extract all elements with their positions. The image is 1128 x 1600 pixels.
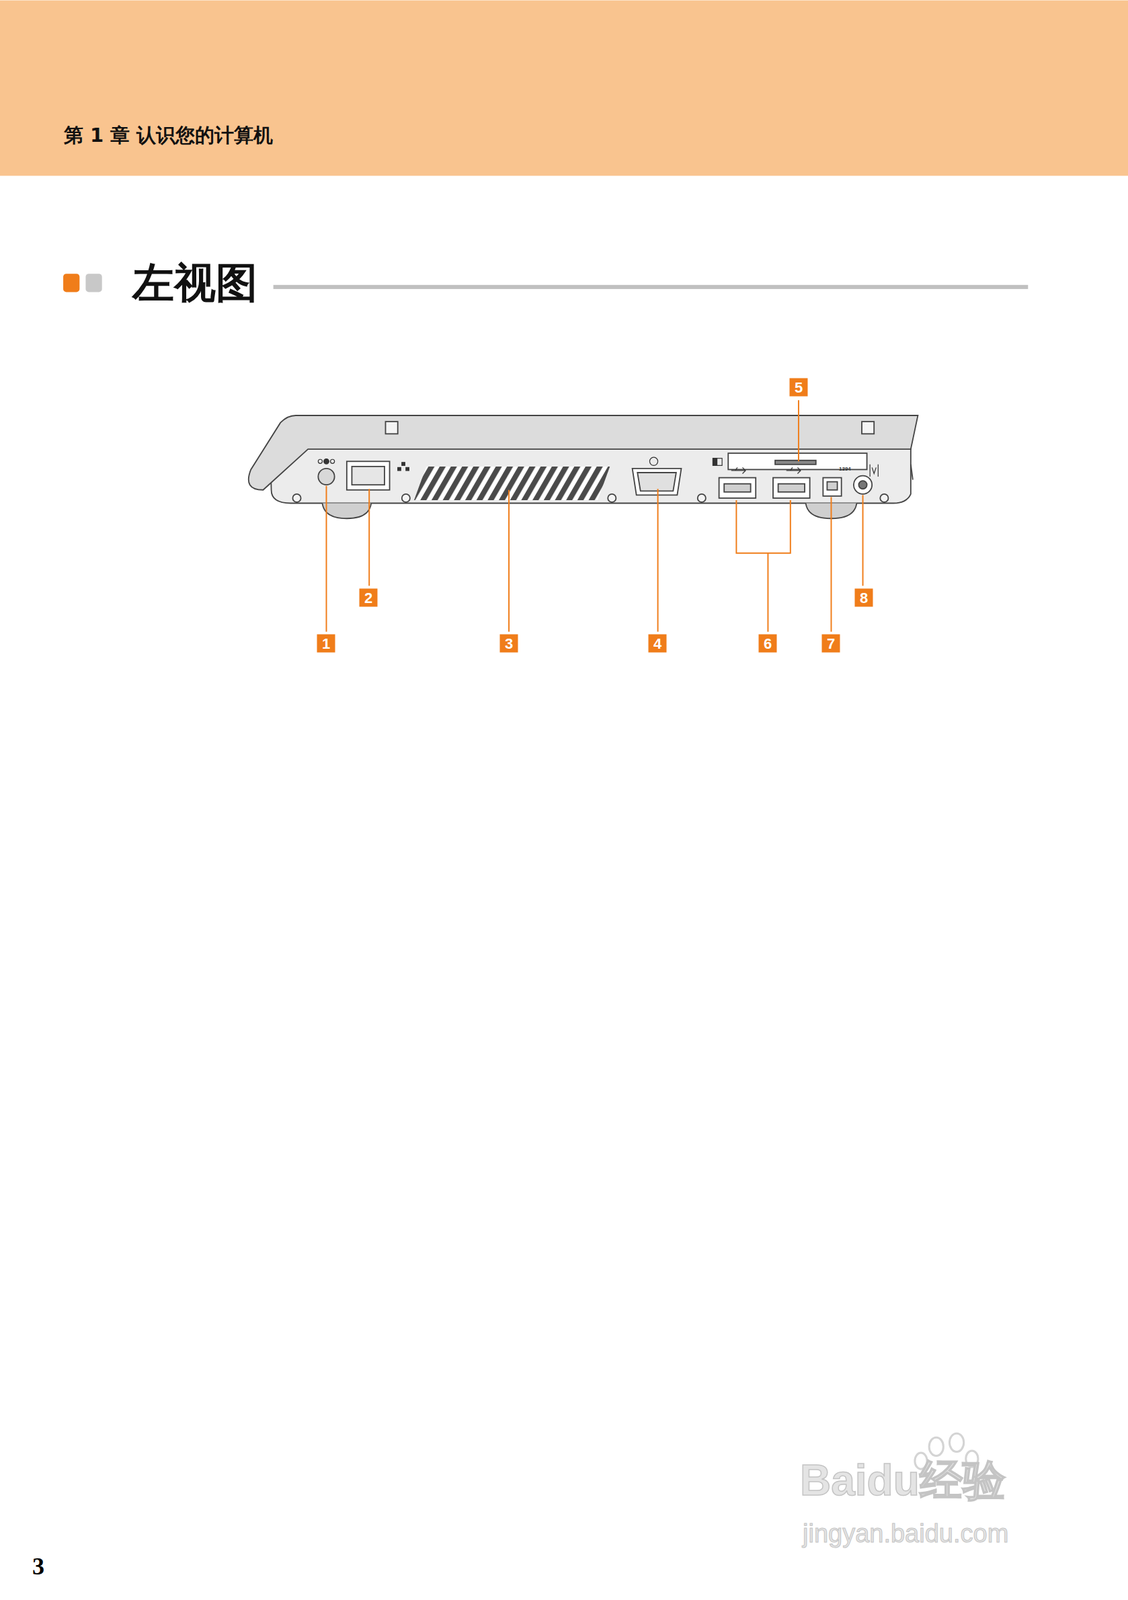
callout-number: 4 <box>648 634 667 653</box>
title-rule <box>273 285 1029 290</box>
page-title: 左视图 <box>132 262 258 304</box>
callout-number: 6 <box>758 634 778 653</box>
callout-number: 8 <box>855 588 874 608</box>
callout-number: 2 <box>359 588 378 608</box>
header-band <box>0 0 1128 177</box>
chapter-header: 第 1 章 认识您的计算机 <box>63 125 273 146</box>
watermark: Baidu经验 <box>799 1458 1006 1502</box>
callout-number: 1 <box>317 634 336 653</box>
callout-number: 5 <box>789 378 809 397</box>
title-bullet <box>85 273 102 292</box>
callout-number: 3 <box>500 634 519 653</box>
laptop <box>248 415 919 519</box>
title-bullet <box>63 273 80 292</box>
callout-number: 7 <box>822 634 841 653</box>
watermark: jingyan.baidu.com <box>802 1520 1009 1547</box>
port-icons <box>317 457 878 477</box>
page-number: 3 <box>32 1554 45 1579</box>
port-label: 1394 <box>838 466 852 472</box>
leader-lines <box>326 399 863 632</box>
